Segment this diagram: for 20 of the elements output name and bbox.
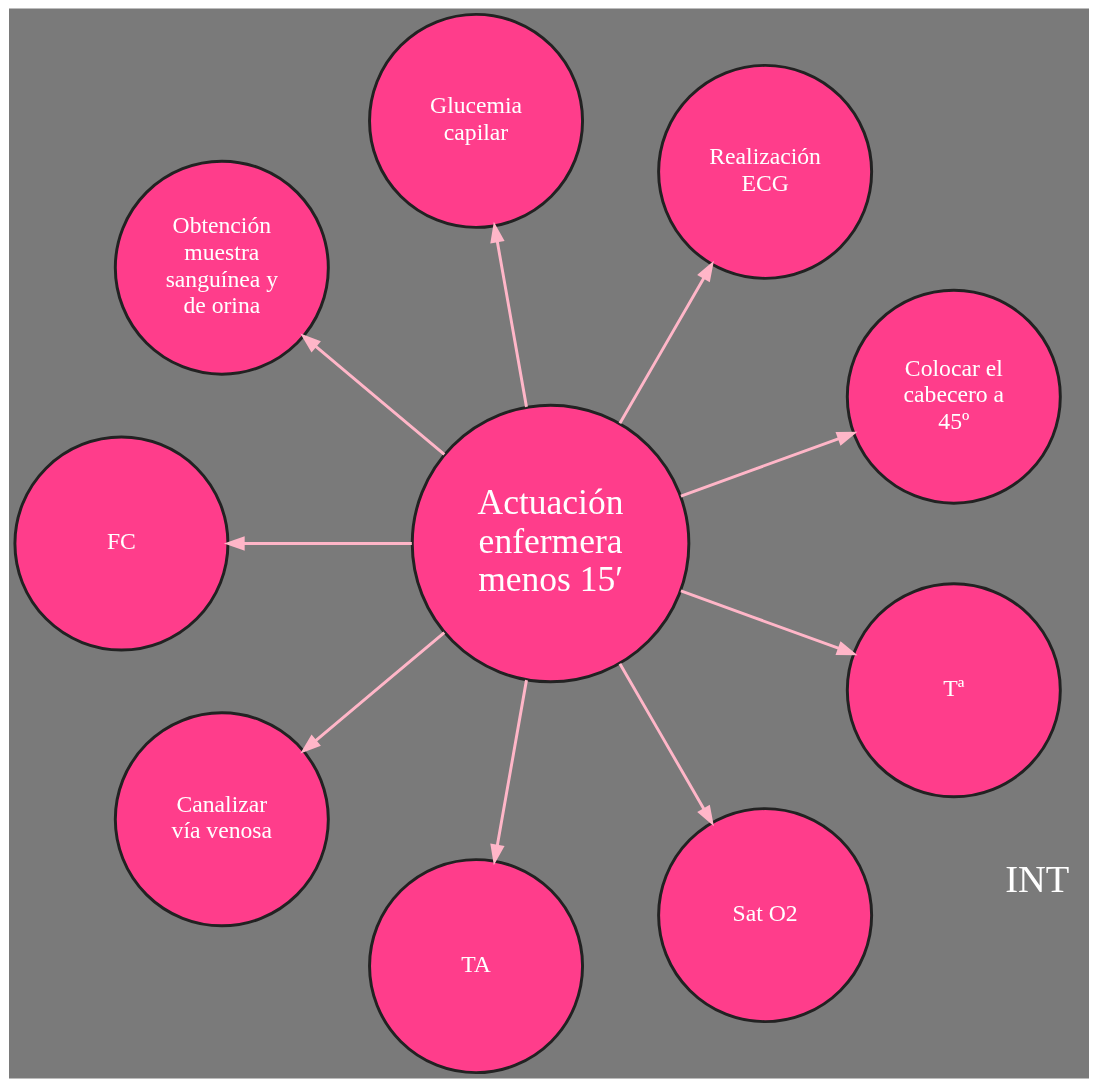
- node-circle: Realización ECG: [657, 63, 874, 280]
- arrow: [300, 631, 446, 754]
- arrow: [618, 662, 714, 827]
- node-circle: Glucemia capilar: [368, 12, 585, 229]
- node-circle: Obtención muestra sanguínea y de orina: [113, 159, 330, 376]
- arrow: [680, 589, 858, 656]
- arrow: [223, 536, 412, 551]
- node-circle: Actuación enfermera menos 15′: [410, 403, 691, 684]
- arrow: [680, 431, 858, 498]
- node-circle: Canalizar vía venosa: [113, 711, 330, 928]
- arrow: [490, 221, 528, 408]
- arrow: [490, 679, 528, 866]
- node-circle: Sat O2: [657, 807, 874, 1024]
- arrow: [618, 260, 714, 425]
- node-circle: FC: [13, 435, 230, 652]
- label: INT: [1005, 857, 1070, 900]
- arrow: [300, 333, 446, 456]
- node-circle: TA: [368, 858, 585, 1075]
- node-circle: Tª: [845, 582, 1062, 799]
- node-circle: Colocar el cabecero a 45º: [845, 288, 1062, 505]
